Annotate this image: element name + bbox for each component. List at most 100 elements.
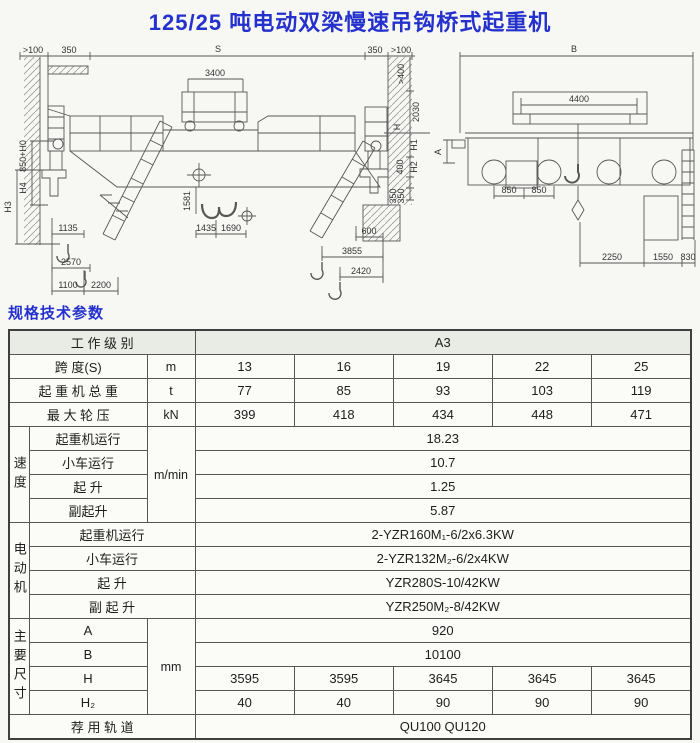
dim-label: >100 xyxy=(23,45,43,55)
value-cell: 85 xyxy=(293,378,394,403)
table-row: 主要尺寸 A mm 920 xyxy=(8,618,692,715)
technical-drawing: >100 350 S 350 >100 3400 850+H0 H4 H3 11… xyxy=(3,44,696,300)
dim-label: >100 xyxy=(391,45,411,55)
dim-label: H3 xyxy=(3,201,13,213)
value-cell: 3645 xyxy=(392,666,494,691)
end-view-drawing: B 4400 A 850 850 2250 1550 830 xyxy=(433,44,696,267)
dim-label: 350 xyxy=(367,45,382,55)
value-cell: 77 xyxy=(194,378,295,403)
table-row: H₂ 40 40 90 90 90 xyxy=(9,690,692,715)
dim-label: 1581 xyxy=(182,191,192,211)
table-row: 速度 起重机运行 m/min 18.23 xyxy=(8,426,692,523)
table-row: 跨 度(S) m 13 16 19 22 25 xyxy=(8,354,692,379)
centerline-symbol xyxy=(187,163,211,187)
value-cell: 448 xyxy=(492,402,593,427)
section-label-main-dims: 主要尺寸 xyxy=(8,618,30,715)
stair-left xyxy=(102,120,173,241)
total-weight-unit-cell: t xyxy=(146,378,196,403)
trolley-wheel-icon xyxy=(184,120,196,132)
table-row: 小车运行 10.7 xyxy=(9,450,692,475)
dim-row-label: A xyxy=(28,618,148,643)
value-cell: 40 xyxy=(293,690,394,715)
dim-label: 350 xyxy=(396,188,406,203)
wheel-icon xyxy=(52,138,64,150)
value-cell: 18.23 xyxy=(194,426,692,451)
double-hook-icon xyxy=(200,201,238,220)
trolley-wheel-icon xyxy=(233,120,245,132)
table-row: 起 升 1.25 xyxy=(9,474,692,499)
dim-label: 1135 xyxy=(58,223,77,233)
value-cell: YZR280S-10/42KW xyxy=(194,570,692,595)
table-row: 荐 用 轨 道 QU100 QU120 xyxy=(8,714,692,740)
dim-label: A xyxy=(433,149,443,155)
dim-label: 350 xyxy=(388,188,398,203)
dim-label: H1 xyxy=(409,139,419,151)
max-wheel-load-unit-cell: kN xyxy=(146,402,196,427)
dim-label: S xyxy=(215,44,221,54)
value-cell: 434 xyxy=(392,402,494,427)
motor-row-label: 小车运行 xyxy=(28,546,196,571)
spec-table: 工 作 级 别 A3 跨 度(S) m 13 16 19 22 25 起 重 机… xyxy=(8,329,692,740)
hook-icon xyxy=(564,164,580,184)
dim-label: >400 xyxy=(396,64,406,84)
value-cell: 399 xyxy=(194,402,295,427)
dim-row-label: H₂ xyxy=(28,690,148,715)
span-label-cell: 跨 度(S) xyxy=(8,354,148,379)
value-cell: 119 xyxy=(591,378,692,403)
dims-unit-cell: mm xyxy=(146,618,196,715)
stair-right xyxy=(309,140,376,239)
total-weight-label-cell: 起 重 机 总 重 xyxy=(8,378,148,403)
table-row: B 10100 xyxy=(9,642,692,667)
table-row: 副起升 5.87 xyxy=(9,498,692,523)
value-cell: 5.87 xyxy=(194,498,692,523)
value-cell: 3595 xyxy=(194,666,295,691)
value-cell: 93 xyxy=(392,378,494,403)
dim-label: 1550 xyxy=(653,252,673,262)
hook-icon xyxy=(328,282,342,300)
dim-label: 830 xyxy=(680,252,695,262)
motor-row-label: 起 升 xyxy=(28,570,196,595)
max-wheel-load-label-cell: 最 大 轮 压 xyxy=(8,402,148,427)
value-cell: 40 xyxy=(194,690,295,715)
value-cell: 10.7 xyxy=(194,450,692,475)
value-cell: 2-YZR160M₁-6/2x6.3KW xyxy=(194,522,692,547)
dim-label: 2250 xyxy=(602,252,622,262)
dim-label: 400 xyxy=(395,159,405,174)
section-label-speed: 速度 xyxy=(8,426,30,523)
dim-label: 2030 xyxy=(411,102,421,122)
hook-icon xyxy=(56,244,70,263)
value-cell: YZR250M₂-8/42KW xyxy=(194,594,692,619)
dim-row-label: B xyxy=(28,642,148,667)
section-label-motor: 电动机 xyxy=(8,522,30,619)
centerline-symbol xyxy=(238,207,256,225)
table-row: 起 升 YZR280S-10/42KW xyxy=(9,570,692,595)
dim-row-label: H xyxy=(28,666,148,691)
table-row: 副 起 升 YZR250M₂-8/42KW xyxy=(9,594,692,619)
dim-label: 850+H0 xyxy=(18,140,28,172)
dim-label: H4 xyxy=(18,182,28,194)
page-title: 125/25 吨电动双梁慢速吊钩桥式起重机 xyxy=(148,10,552,35)
wheel-icon xyxy=(536,159,562,185)
value-cell: 3645 xyxy=(492,666,593,691)
value-cell: 471 xyxy=(591,402,692,427)
speed-row-label: 起重机运行 xyxy=(28,426,148,451)
value-cell: 16 xyxy=(293,354,394,379)
value-cell: 22 xyxy=(492,354,593,379)
dim-label: 2200 xyxy=(91,280,111,290)
value-cell: 3595 xyxy=(293,666,394,691)
dim-label: 1435 xyxy=(196,223,216,233)
dim-label: H2 xyxy=(409,161,419,173)
dim-label: 600 xyxy=(361,226,376,236)
table-row: 起 重 机 总 重 t 77 85 93 103 119 xyxy=(8,378,692,403)
dim-label: 3855 xyxy=(342,246,362,256)
value-cell: 920 xyxy=(194,618,692,643)
work-class-label-cell: 工 作 级 别 xyxy=(8,329,196,355)
speed-row-label: 起 升 xyxy=(28,474,148,499)
plumb-icon xyxy=(571,199,585,221)
motor-row-label: 副 起 升 xyxy=(28,594,196,619)
work-class-value-cell: A3 xyxy=(194,329,692,355)
value-cell: 90 xyxy=(492,690,593,715)
rail-value-cell: QU100 QU120 xyxy=(194,714,692,740)
speed-row-label: 小车运行 xyxy=(28,450,148,475)
section-heading: 规格技术参数 xyxy=(8,305,105,322)
